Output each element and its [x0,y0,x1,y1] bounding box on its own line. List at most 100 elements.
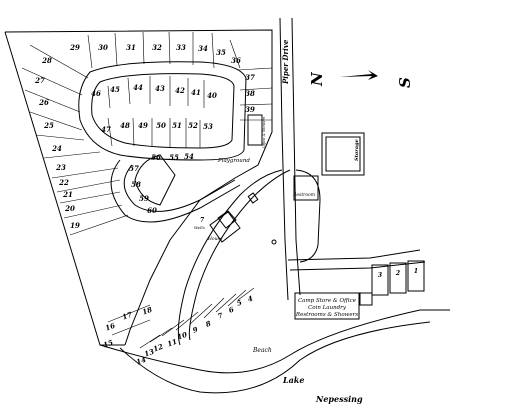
site-number-60: 60 [147,206,157,215]
site-number-6: 6 [227,305,235,315]
site-divider [35,134,85,141]
store-road-2 [287,249,421,261]
site-number-59: 59 [139,194,149,203]
piper-drive-edge-right [291,17,301,296]
site-number-12: 12 [152,342,164,354]
site-number-51: 51 [172,121,182,130]
site-number-55: 55 [169,153,179,162]
site-divider [227,289,247,307]
site-number-35: 35 [216,48,226,57]
site-divider [87,34,93,69]
camp-store-line2: Coin Laundry [308,305,347,311]
cabin-2-label: 2 [395,270,400,277]
site-number-13: 13 [143,347,155,359]
shoreline-2 [119,321,431,394]
site-number-44: 44 [133,83,143,92]
site-number-56: 56 [151,153,161,162]
site-number-41: 41 [191,88,201,97]
cabin-3-label: 3 [378,272,382,279]
site-divider [237,67,273,71]
site-number-19: 19 [70,221,80,230]
piper-drive-edge-left [279,17,289,301]
site-divider [69,214,129,236]
storage-label: Storage [354,139,360,161]
site-number-48: 48 [120,121,130,130]
site-number-50: 50 [156,121,166,130]
compass: N S [308,70,414,88]
restroom-label: Restroom [292,192,315,198]
compass-arrow [340,70,378,80]
property-boundary-left [4,31,125,346]
site-divider [21,67,83,96]
house-building [209,211,241,243]
site-divider [24,89,81,113]
inner-oval [134,154,176,206]
main-road-inner [188,169,291,341]
site-number-54: 54 [184,152,194,161]
site-number-27: 27 [34,76,45,85]
site-number-10: 10 [176,330,188,342]
restroom-building [293,175,319,201]
lake-label: Lake [282,375,304,385]
site-divider [168,31,171,65]
camp-store-building [294,292,360,320]
site-divider [29,111,83,131]
site-divider [56,179,121,193]
site-divider [161,319,185,337]
site-number-7: 7 [216,311,224,321]
site-number-40: 40 [207,91,217,100]
site-number-28: 28 [41,56,52,65]
piper-drive-label: Piper Drive [281,39,290,85]
site-number-45: 45 [110,85,120,94]
site-number-24: 24 [51,144,62,153]
site-number-31: 31 [126,43,136,52]
property-boundary [4,29,273,346]
site-number-53: 53 [203,122,213,131]
storage-building [321,132,365,176]
playground-label: Playground [217,158,250,164]
lower-loop-road-inner [123,164,236,212]
camp-store-annex [359,292,373,306]
site-divider [132,117,135,147]
site-divider [237,287,255,301]
compass-south: S [396,77,414,88]
site-number-9: 9 [191,325,199,335]
site-number-8: 8 [204,319,212,329]
loop-road-inner [91,73,235,149]
site-divider [114,32,118,67]
office-small-label: Office & Showers [262,117,266,148]
site-divider [175,311,199,331]
wells-label: Wells [194,225,205,230]
site-number-37: 37 [245,73,255,82]
cabin-1 [407,260,425,292]
cabin-2 [389,262,407,294]
site-number-39: 39 [245,105,255,114]
site-number-34: 34 [198,44,208,53]
lower-loop-road [110,159,241,223]
site-number-4: 4 [246,294,254,304]
well-marker [271,239,277,245]
site-number-47: 47 [101,125,111,134]
site-number-11: 11 [166,337,178,349]
house-building-2 [217,210,237,229]
site-divider [239,87,273,91]
site-divider [111,319,151,336]
nepessing-label: Nepessing [315,394,363,404]
store-road [295,169,321,263]
site-divider [229,39,241,69]
house-label: House [207,236,223,242]
site-number-30: 30 [98,43,108,52]
site-number-14: 14 [135,355,147,367]
site-divider [203,297,225,319]
site-number-29: 29 [69,43,80,52]
store-road-3 [289,261,426,271]
site-divider [51,167,119,179]
cabin-3 [371,264,389,296]
site-divider [107,85,111,109]
site-number-21: 21 [62,190,73,199]
site-number-42: 42 [175,86,185,95]
site-number-36: 36 [231,56,241,65]
site-number-58: 58 [131,180,141,189]
